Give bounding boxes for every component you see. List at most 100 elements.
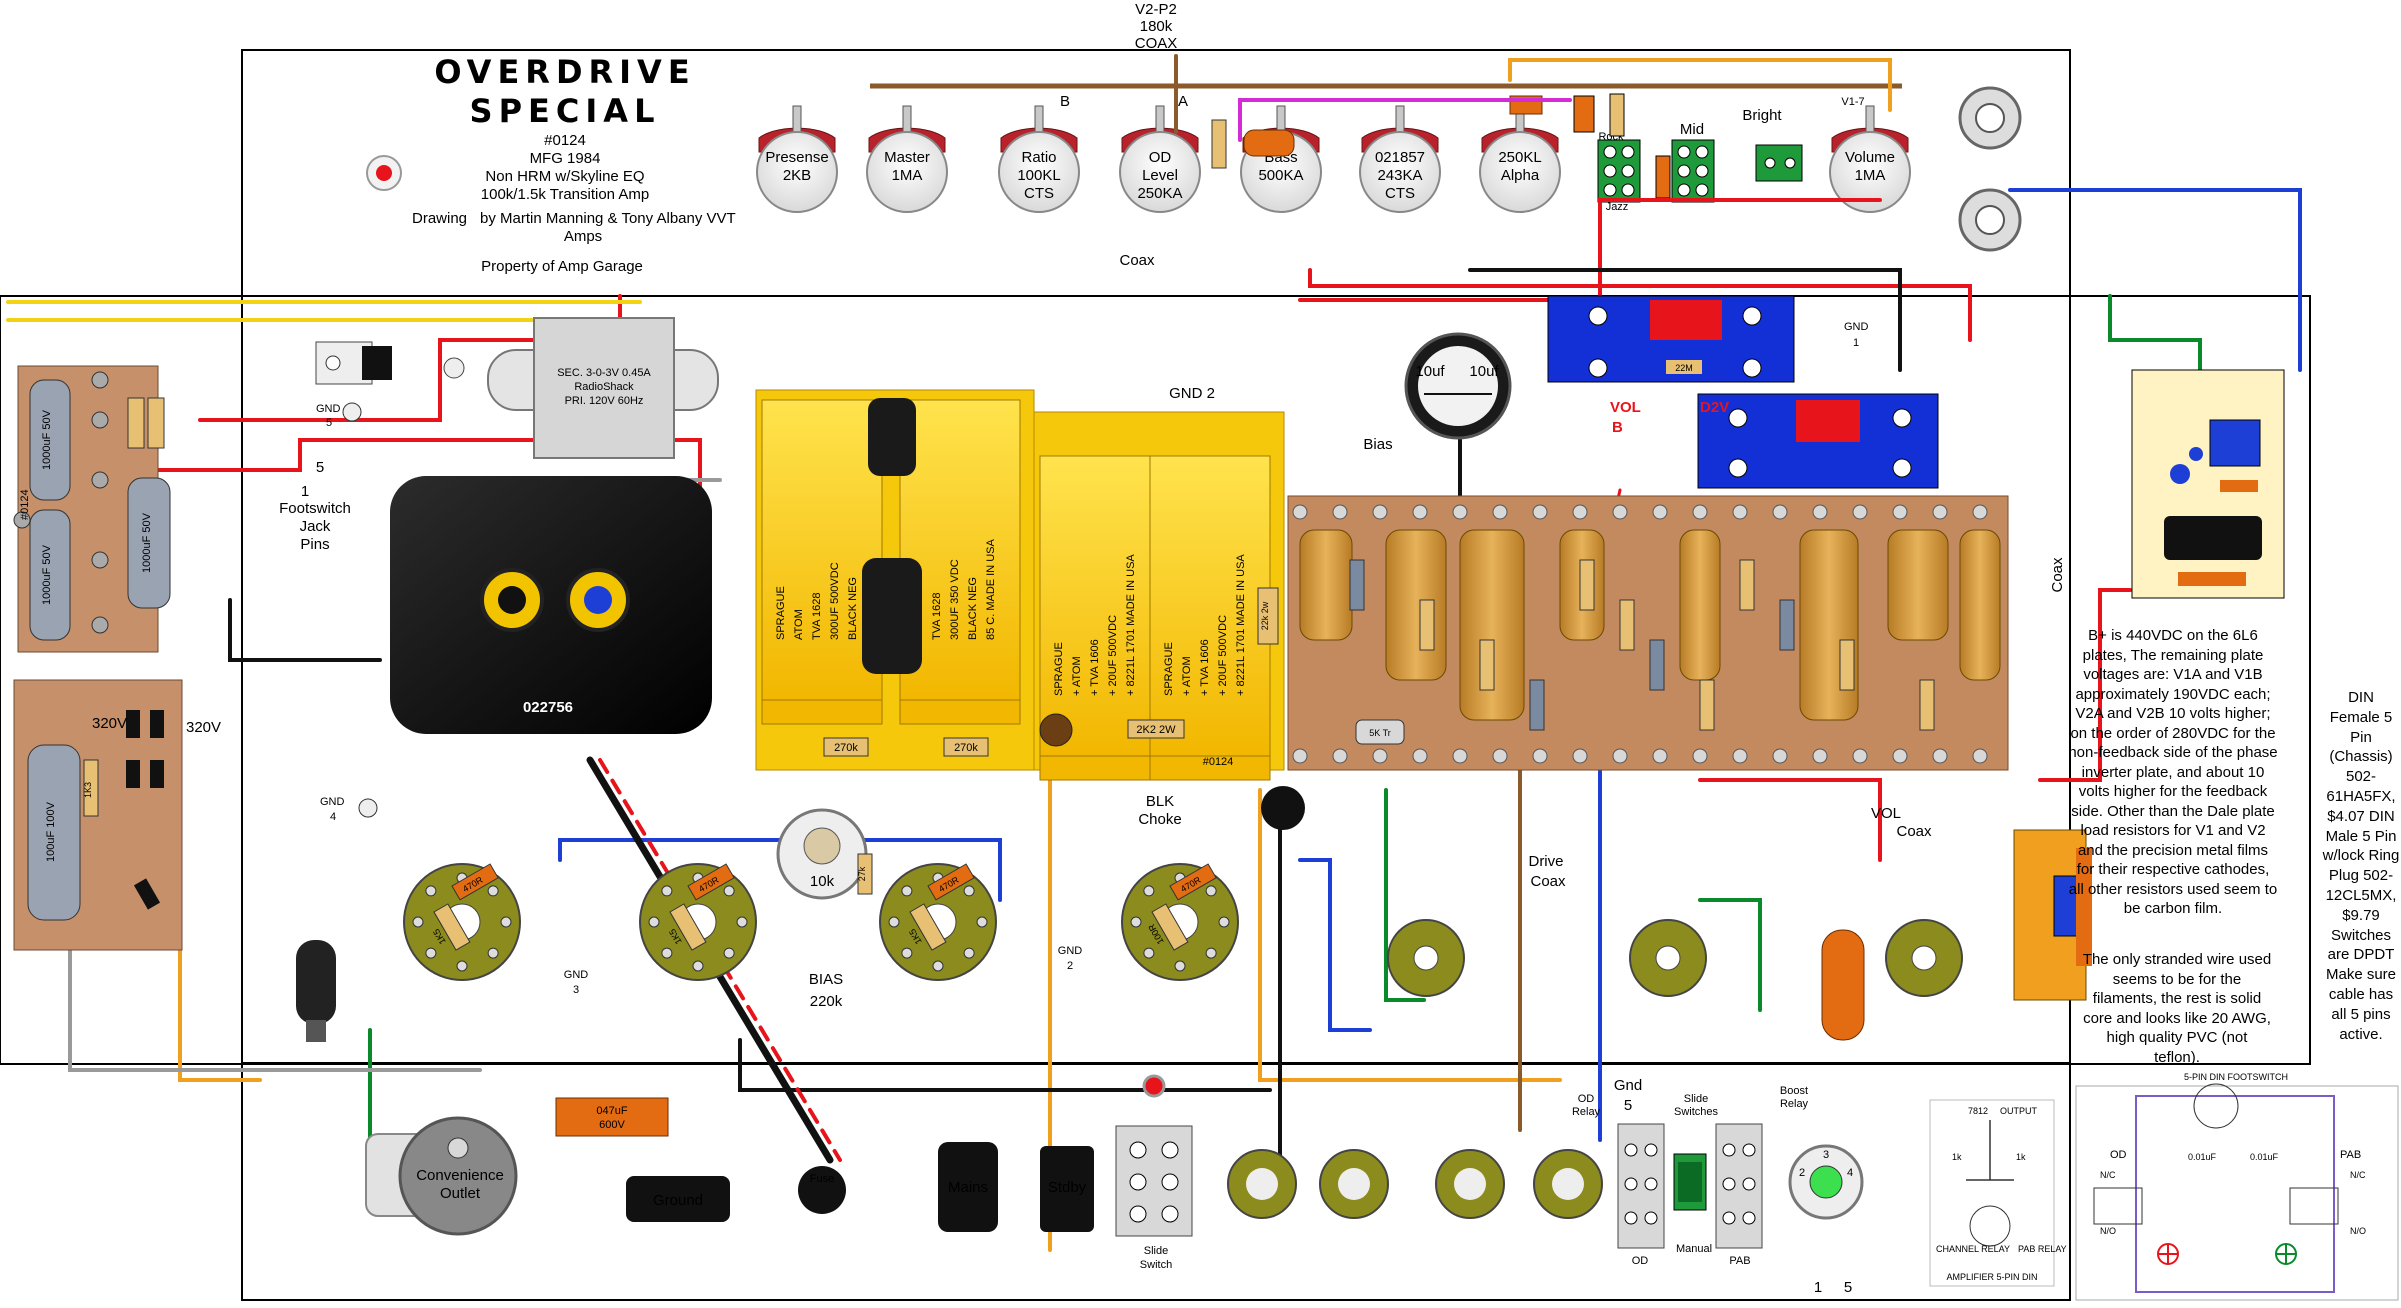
jack-1[interactable] bbox=[1227, 1149, 1297, 1219]
cap-bottom-left-text: 1000uF 50V bbox=[41, 544, 53, 605]
turret-lug-bot-18 bbox=[1972, 748, 1988, 764]
filter-cap-4-l3: + TVA 1606 bbox=[1199, 639, 1211, 696]
jazz-label: Jazz bbox=[1606, 201, 1629, 213]
speaker-jack-input[interactable] bbox=[296, 940, 336, 1042]
turret-res-6 bbox=[1619, 599, 1635, 651]
wire-note-text: The only stranded wire used seems to be … bbox=[2082, 951, 2272, 1066]
turret-res-5 bbox=[1579, 559, 1595, 611]
pot-4-extra: 250KA bbox=[1137, 185, 1182, 202]
bias-r27k: 27k bbox=[857, 866, 867, 881]
v2p2-label: V2-P2 bbox=[1135, 1, 1177, 18]
gnd5b-num: 5 bbox=[1624, 1097, 1632, 1114]
filter-cap-1-l4: 300UF 500VDC bbox=[829, 562, 841, 640]
fs-title: 5-PIN DIN FOOTSWITCH bbox=[2184, 1072, 2288, 1082]
turret-lug-top-14 bbox=[1812, 504, 1828, 520]
r270k-b: 270k bbox=[954, 742, 978, 754]
psu-serial-label: #0124 bbox=[19, 489, 31, 520]
slide-switch-od[interactable]: OD bbox=[1617, 1123, 1665, 1267]
v2p2-coax: COAX bbox=[1135, 35, 1178, 52]
filter-cap-4-l5: + 8221L 1701 MADE IN USA bbox=[1235, 554, 1247, 696]
filter-cap-3-l1: SPRAGUE bbox=[1053, 642, 1065, 696]
relay-board-lower bbox=[1697, 393, 1939, 489]
coupling-cap-big bbox=[1821, 929, 1865, 1041]
slide-switches-1: Slide bbox=[1684, 1093, 1708, 1105]
svg-text:4: 4 bbox=[1847, 1167, 1853, 1179]
slide-text-1: Slide bbox=[1144, 1245, 1168, 1257]
din-pin-5: 5 bbox=[1844, 1279, 1852, 1296]
slide-switch-main[interactable]: Slide Switch bbox=[1115, 1074, 1193, 1271]
slide-switch-manual[interactable]: Manual bbox=[1673, 1153, 1712, 1255]
cap-10uf-b: 10uf bbox=[1469, 363, 1499, 380]
gnd5-label: GND bbox=[316, 403, 341, 415]
fs-pab: PAB bbox=[2340, 1149, 2361, 1161]
wire-16 bbox=[178, 858, 262, 1082]
filter-cap-2-l3: 300UF 350 VDC bbox=[949, 559, 961, 640]
slide-text-2: Switch bbox=[1140, 1259, 1172, 1271]
cap-board-serial: #0124 bbox=[1203, 756, 1234, 768]
title-drawing-label: Drawing bbox=[412, 210, 467, 227]
footswitch-pin-1: 1 bbox=[301, 483, 309, 500]
fuse-holder[interactable]: Fuse bbox=[798, 1166, 846, 1214]
wire-6 bbox=[1698, 778, 1882, 862]
title-amps: Amps bbox=[564, 228, 602, 245]
din-caption: AMPLIFIER 5-PIN DIN bbox=[1946, 1272, 2037, 1282]
d2v-label: D2V bbox=[1700, 399, 1729, 416]
ground-switch-label: Ground bbox=[653, 1192, 703, 1209]
wire-11 bbox=[1298, 858, 1372, 1032]
od-relay-2: Relay bbox=[1572, 1106, 1601, 1118]
wire-5 bbox=[1308, 268, 1972, 342]
output-cap-bundle bbox=[2013, 829, 2092, 1001]
mains-label: Mains bbox=[948, 1179, 988, 1196]
din-footswitch-jack[interactable]: 3 2 4 1 5 bbox=[1788, 1144, 1864, 1296]
standby-switch[interactable]: Stdby bbox=[1040, 1146, 1094, 1232]
voltage-320-b: 320V bbox=[186, 719, 221, 736]
wire-4 bbox=[2038, 588, 2132, 782]
slide-switches-2: Switches bbox=[1674, 1106, 1719, 1118]
reverb-pot-upper bbox=[1958, 86, 2022, 150]
r2k2: 2K2 2W bbox=[1136, 724, 1176, 736]
slide-switch-pab[interactable]: PAB bbox=[1715, 1123, 1763, 1267]
filter-cap-1-l2: ATOM bbox=[793, 609, 805, 640]
fs-no-1: N/O bbox=[2100, 1226, 2116, 1236]
turret-lug-bot-4 bbox=[1412, 748, 1428, 764]
rock-cap bbox=[1573, 95, 1595, 133]
turret-lug-bot-2 bbox=[1332, 748, 1348, 764]
turret-lug-bot-8 bbox=[1572, 748, 1588, 764]
pilot-light bbox=[366, 155, 402, 191]
turret-lug-top-13 bbox=[1772, 504, 1788, 520]
ground-switch[interactable]: Ground bbox=[626, 1176, 730, 1222]
turret-board: 5K Tr bbox=[1287, 495, 2009, 771]
pot-8-value: 1MA bbox=[1855, 167, 1886, 184]
turret-lug-top-1 bbox=[1292, 504, 1308, 520]
jack-4[interactable] bbox=[1533, 1149, 1603, 1219]
turret-res-8 bbox=[1699, 679, 1715, 731]
mains-switch[interactable]: Mains bbox=[938, 1142, 998, 1232]
filter-cap-1-l3: TVA 1628 bbox=[811, 593, 823, 641]
power-transformer: 022756 bbox=[390, 476, 712, 734]
pot-3-value: 100KL bbox=[1017, 167, 1060, 184]
bright-label: Bright bbox=[1742, 107, 1782, 124]
pot-7-value: Alpha bbox=[1501, 167, 1540, 184]
turret-lug-top-6 bbox=[1492, 504, 1508, 520]
convenience-outlet[interactable]: Convenience Outlet bbox=[365, 1116, 518, 1236]
title-line-1: OVERDRIVE bbox=[434, 53, 695, 91]
gnd2b-num: 2 bbox=[1067, 960, 1073, 972]
turret-lug-top-12 bbox=[1732, 504, 1748, 520]
din-channel-relay: CHANNEL RELAY bbox=[1936, 1244, 2010, 1254]
turret-cap-5 bbox=[1679, 529, 1721, 681]
jack-3[interactable] bbox=[1435, 1149, 1505, 1219]
jack-2[interactable] bbox=[1319, 1149, 1389, 1219]
turret-lug-top-11 bbox=[1692, 504, 1708, 520]
gnd1-label: GND bbox=[1844, 321, 1869, 333]
filter-cap-3-l2: + ATOM bbox=[1071, 656, 1083, 696]
